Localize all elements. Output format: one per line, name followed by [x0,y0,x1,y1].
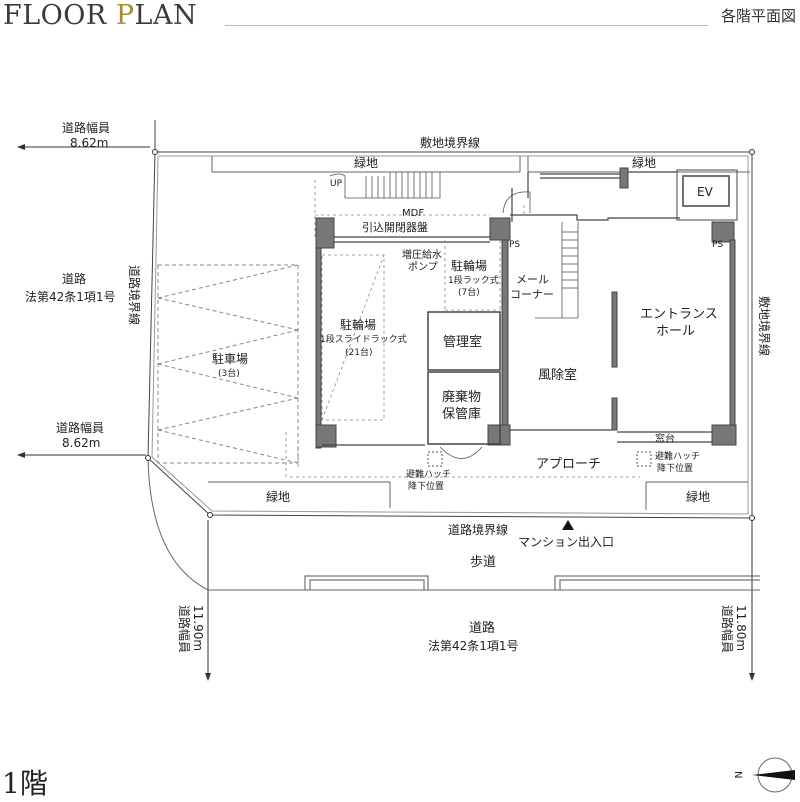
room-boxes [427,175,730,445]
building-walls [315,167,738,449]
title-main: FLOOR [3,0,116,31]
site-boundary-right-label: 敷地境界線 [757,296,772,356]
entrance-door [502,191,531,214]
title-rest: LAN [134,0,198,31]
ev-label: EV [697,185,714,199]
bike-large-label-1: 駐輪場 [340,317,376,332]
management-label: 管理室 [443,334,482,350]
mail-label-2: コーナー [510,288,554,301]
green-top-left-label: 緑地 [354,155,378,170]
green-strip-bottom [208,481,748,510]
page-title: FLOOR PLAN [3,0,197,31]
green-strip-top [211,156,750,173]
road-width-top-label: 道路幅員 [62,120,110,135]
bike-large-label-3: (21台) [345,346,372,358]
mdf-label: MDF [402,208,424,219]
bike-small-label-3: (7台) [458,286,480,298]
road-bottom-label: 道路 [469,620,495,636]
waste-label-2: 保管庫 [442,407,481,422]
site-boundary-top-label: 敷地境界線 [420,135,480,150]
pump-label-2: ポンプ [408,261,438,273]
sidewalk-label: 歩道 [470,555,496,570]
pump-label-1: 増圧給水 [402,248,442,261]
bike-small-label-1: 駐輪場 [451,258,487,273]
hatch-left-marker [427,451,443,467]
stairs-mail [535,222,579,319]
approach-label: アプローチ [536,457,601,472]
mansion-entrance-label: マンション出入口 [518,535,614,549]
ps-left-label: PS [509,240,520,250]
entrance-label-2: ホール [656,324,695,339]
road-left-law: 法第42条1項1号 [25,290,116,304]
road-width-mid-label: 道路幅員 [56,420,104,435]
compass-n-label: N [732,771,743,778]
waste-label-1: 廃棄物 [442,389,481,405]
compass-icon [752,757,795,793]
ps-right-label: PS [712,240,723,250]
page-subtitle: 各階平面図 [720,7,796,25]
interior-lines [322,171,712,446]
stairs-top [329,172,441,199]
green-bottom-right-label: 緑地 [686,489,710,504]
parking-label-2: (3台) [218,367,240,379]
switchboard-label: 引込開閉器盤 [362,220,428,234]
road-width-top-value: 8.62m [70,136,108,150]
entrance-label-1: エントランス [640,307,718,322]
up-label: UP [330,179,343,189]
hatch-left-label-1: 避難ハッチ [406,468,451,480]
hatch-right-marker [636,451,652,467]
header-rule [225,25,708,26]
road-width-right-v-label: 道路幅員 [720,605,735,653]
floor-label: 1階 [2,767,48,800]
sidewalk-curbs [304,575,760,590]
parking-area [157,264,299,464]
entrance-marker [562,520,574,530]
windbreak-label: 風除室 [538,367,577,383]
road-boundary-bottom-label: 道路境界線 [448,522,508,537]
site-boundary [147,120,760,591]
bike-small-label-2: 1段ラック式 [448,274,499,286]
road-boundary-left-label: 道路境界線 [127,265,142,325]
waste-door [439,446,483,459]
bike-large-label-2: 1段スライドラック式 [320,333,407,345]
road-width-left-v-label: 道路幅員 [177,605,192,653]
road-width-right-v-value: 11.80m [734,605,748,651]
green-bottom-left-label: 緑地 [266,489,290,504]
title-accent: P [115,0,135,31]
parking-label-1: 駐車場 [212,351,248,366]
road-width-left-v-value: 11.90m [191,605,205,651]
hatch-left-label-2: 降下位置 [408,480,444,492]
window-sill-label: 窓台 [655,432,675,445]
mail-label-1: メール [516,273,549,286]
road-left-label: 道路 [62,271,86,286]
green-top-right-label: 緑地 [632,155,656,170]
road-bottom-law: 法第42条1項1号 [428,639,519,653]
road-width-mid-value: 8.62m [62,436,100,450]
hatch-right-label-2: 降下位置 [657,462,693,474]
hatch-right-label-1: 避難ハッチ [655,450,700,462]
dashed-guides [285,180,640,478]
